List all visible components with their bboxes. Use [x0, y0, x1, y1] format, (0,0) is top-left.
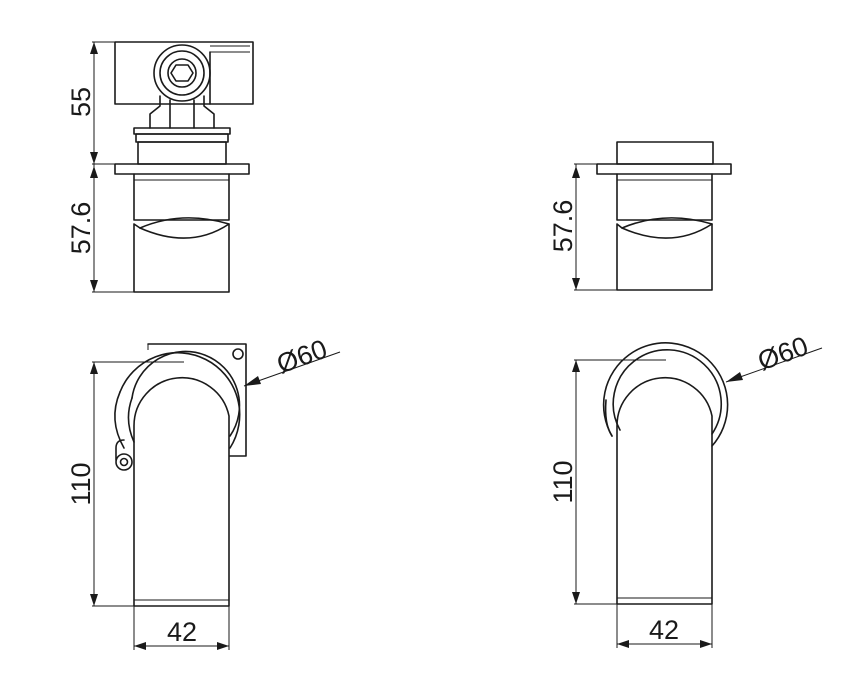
- mounting-box: [114, 41, 254, 105]
- dim-label-42-left: 42: [167, 617, 197, 647]
- cover-plate-right: [602, 342, 729, 447]
- dimension-42-left: 42: [133, 606, 230, 650]
- dimension-42-right: 42: [616, 604, 713, 648]
- dimension-57-6-left: 57.6: [66, 164, 134, 293]
- dim-label-110-right: 110: [548, 460, 578, 503]
- screw-hole: [232, 348, 244, 360]
- spout-side: [133, 223, 230, 293]
- dimension-57-6-right: 57.6: [548, 163, 617, 291]
- front-view-plain: [602, 342, 729, 605]
- dimension-110-left: 110: [66, 361, 184, 607]
- spout-front: [133, 376, 230, 607]
- dim-label-diameter-right: Ø60: [754, 331, 812, 377]
- valve-body: [153, 44, 211, 102]
- wall-flange-right: [596, 163, 732, 175]
- handle-body: [133, 173, 230, 221]
- dimension-110-right: 110: [548, 359, 666, 605]
- spout-front-right: [616, 376, 713, 605]
- side-view-with-box: [114, 41, 254, 293]
- dim-label-55: 55: [66, 87, 96, 117]
- dimension-dia-right: Ø60: [725, 331, 823, 383]
- dim-label-110-left: 110: [66, 462, 96, 505]
- wall-flange: [114, 163, 250, 175]
- mounting-box-front: [147, 343, 247, 457]
- dimension-55: 55: [66, 41, 115, 165]
- dim-label-57-6-right: 57.6: [548, 200, 578, 253]
- valve-spindle: [170, 64, 194, 82]
- spout-side-right: [616, 223, 713, 291]
- side-view-plain: [596, 141, 732, 291]
- screw-hole: [115, 453, 133, 471]
- dim-label-42-right: 42: [649, 615, 679, 645]
- dim-label-57-6-left: 57.6: [66, 202, 96, 255]
- dimension-dia-left: Ø60: [243, 334, 341, 387]
- dim-label-diameter-left: Ø60: [273, 334, 331, 380]
- front-view-with-box: [114, 343, 247, 607]
- cover-plate: [119, 352, 241, 449]
